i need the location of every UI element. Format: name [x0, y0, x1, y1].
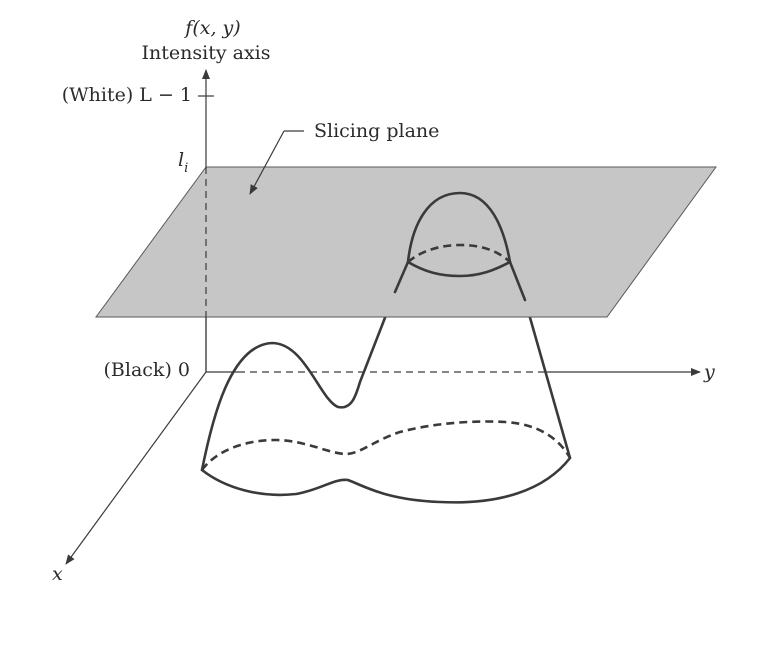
slicing-plane: [95, 166, 717, 318]
intensity-axis-label: Intensity axis: [142, 42, 271, 64]
function-label: f(x, y): [183, 17, 240, 39]
x-axis-label: x: [52, 563, 63, 585]
black-level-label: (Black) 0: [104, 359, 190, 381]
y-axis-label: y: [703, 361, 715, 383]
slice-level-subscript: i: [184, 161, 188, 176]
surface-peak: [393, 191, 527, 302]
slicing-plane-arrow: [249, 130, 285, 195]
surface-lower: [200, 290, 572, 504]
white-level-label: (White) L − 1: [62, 84, 192, 106]
x-axis-line: [65, 371, 207, 565]
slicing-plane-label: Slicing plane: [314, 120, 439, 142]
slice-level-label: li: [178, 149, 188, 176]
